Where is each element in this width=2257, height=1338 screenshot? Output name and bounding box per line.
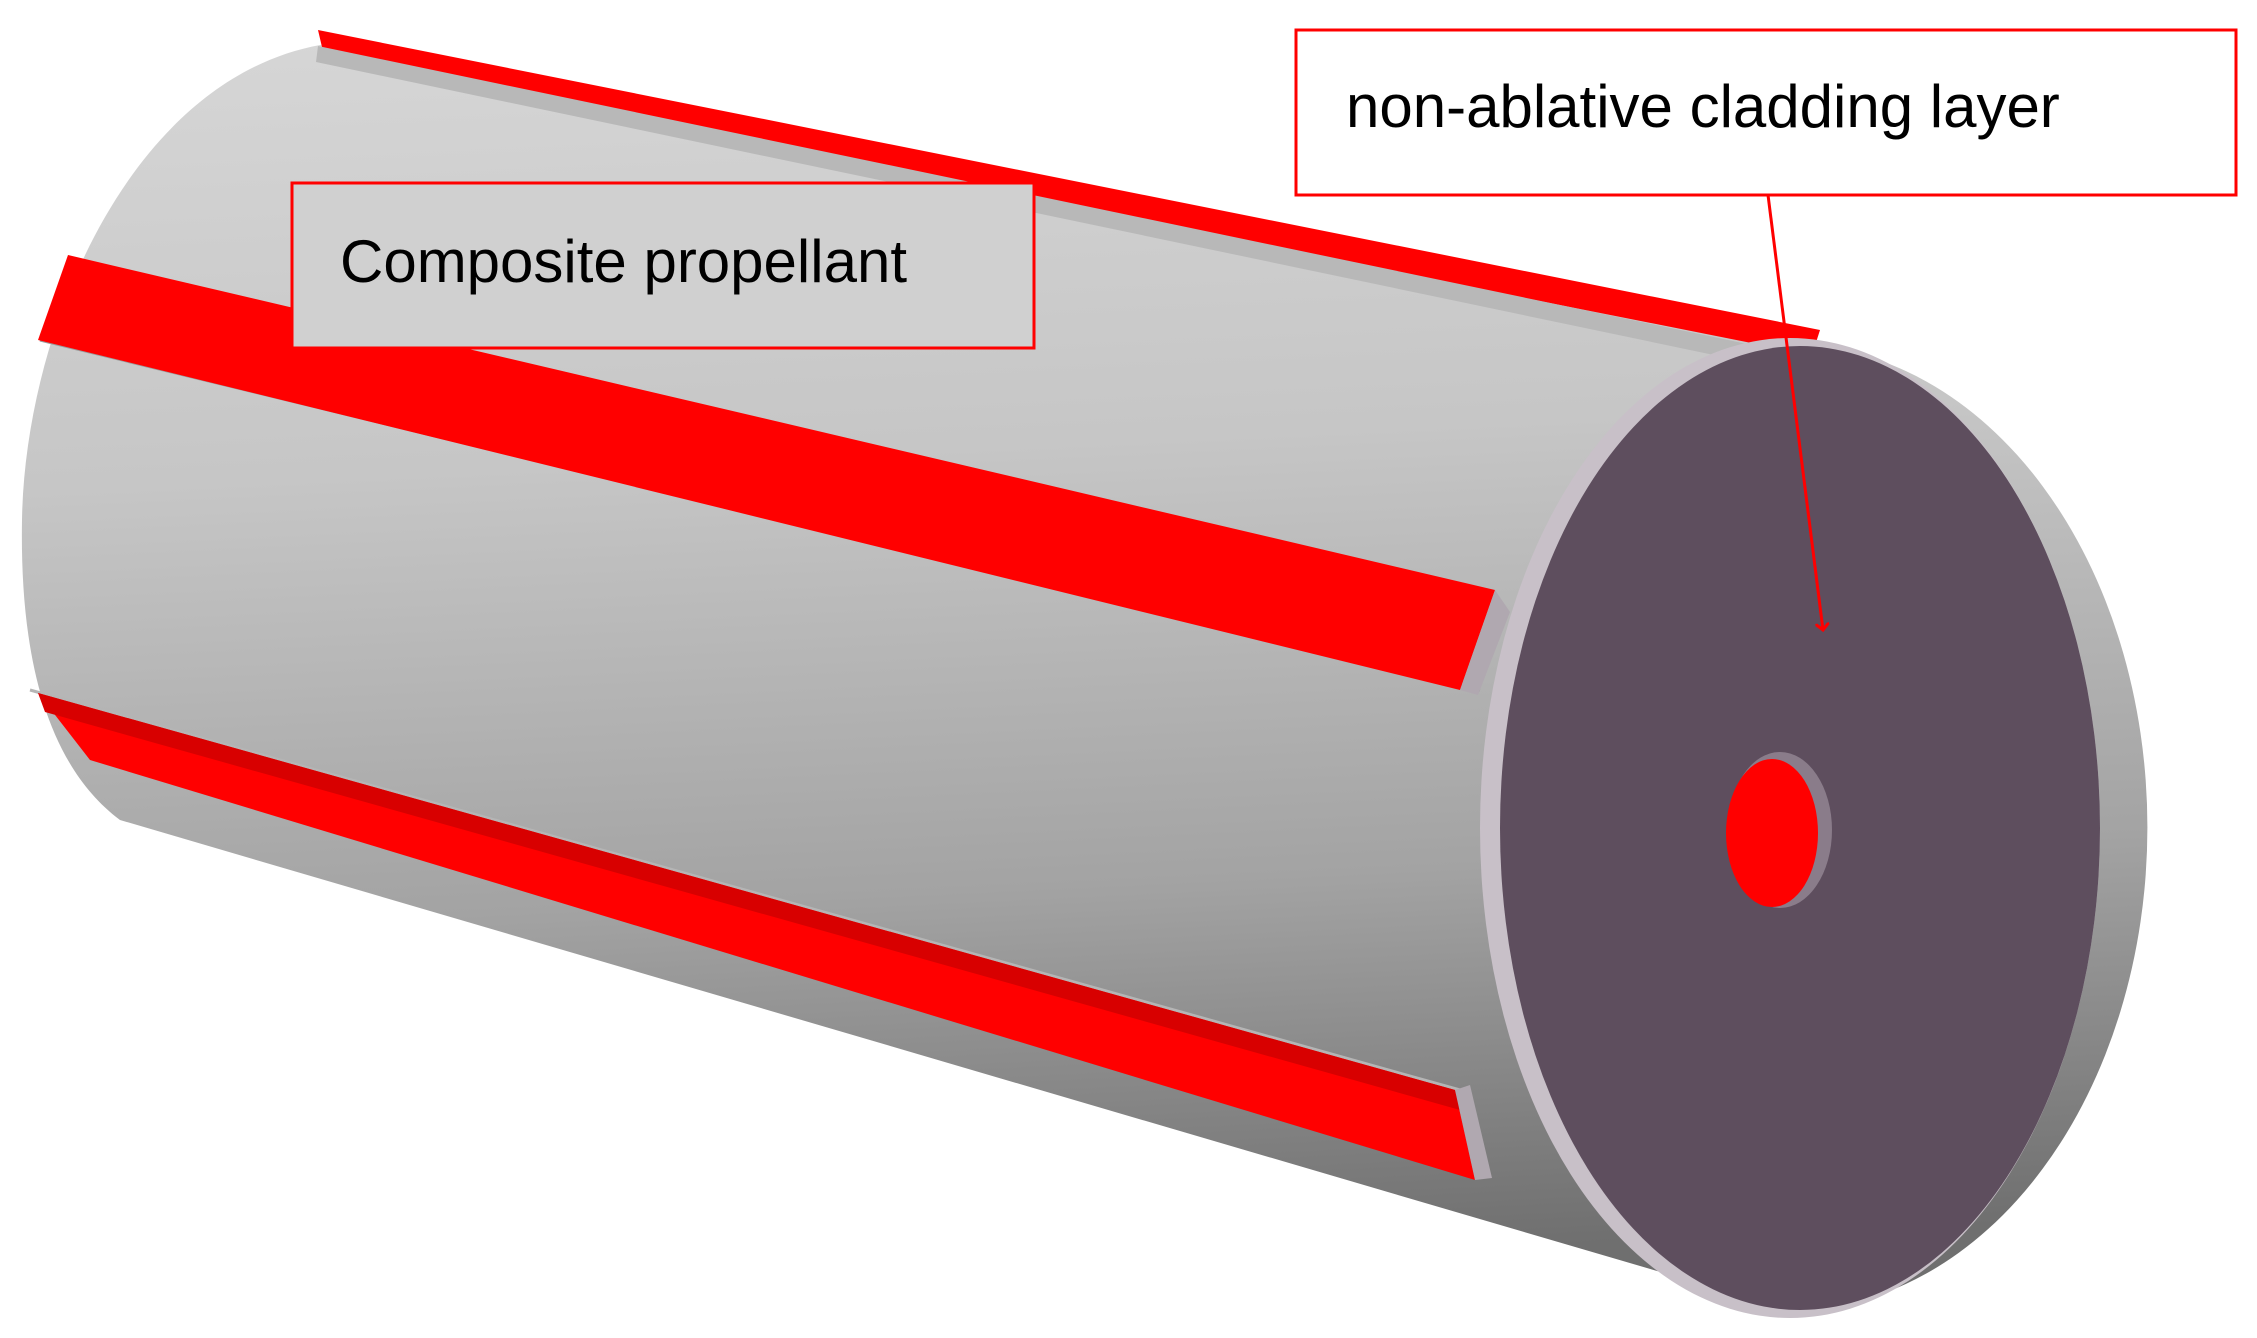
propellant-stripe-lower: [38, 693, 1475, 1180]
label-composite-propellant: Composite propellant: [340, 228, 907, 295]
callout-box-composite: [290, 181, 1036, 350]
stripe-edge: [1455, 1085, 1492, 1180]
propellant-stripe-top: [318, 30, 1820, 355]
facet-line: [29, 688, 1461, 1092]
callout-box-cladding: [1294, 28, 2238, 197]
central-bore: [1726, 759, 1818, 907]
propellant-stripe-lower-shadow: [38, 693, 1460, 1110]
callout-arrow: [1766, 194, 1823, 630]
stripe-ledge: [316, 46, 1800, 372]
stripe-edge: [1460, 590, 1510, 695]
label-cladding-layer: non-ablative cladding layer: [1346, 73, 2060, 140]
propellant-stripe-middle: [38, 255, 1495, 690]
